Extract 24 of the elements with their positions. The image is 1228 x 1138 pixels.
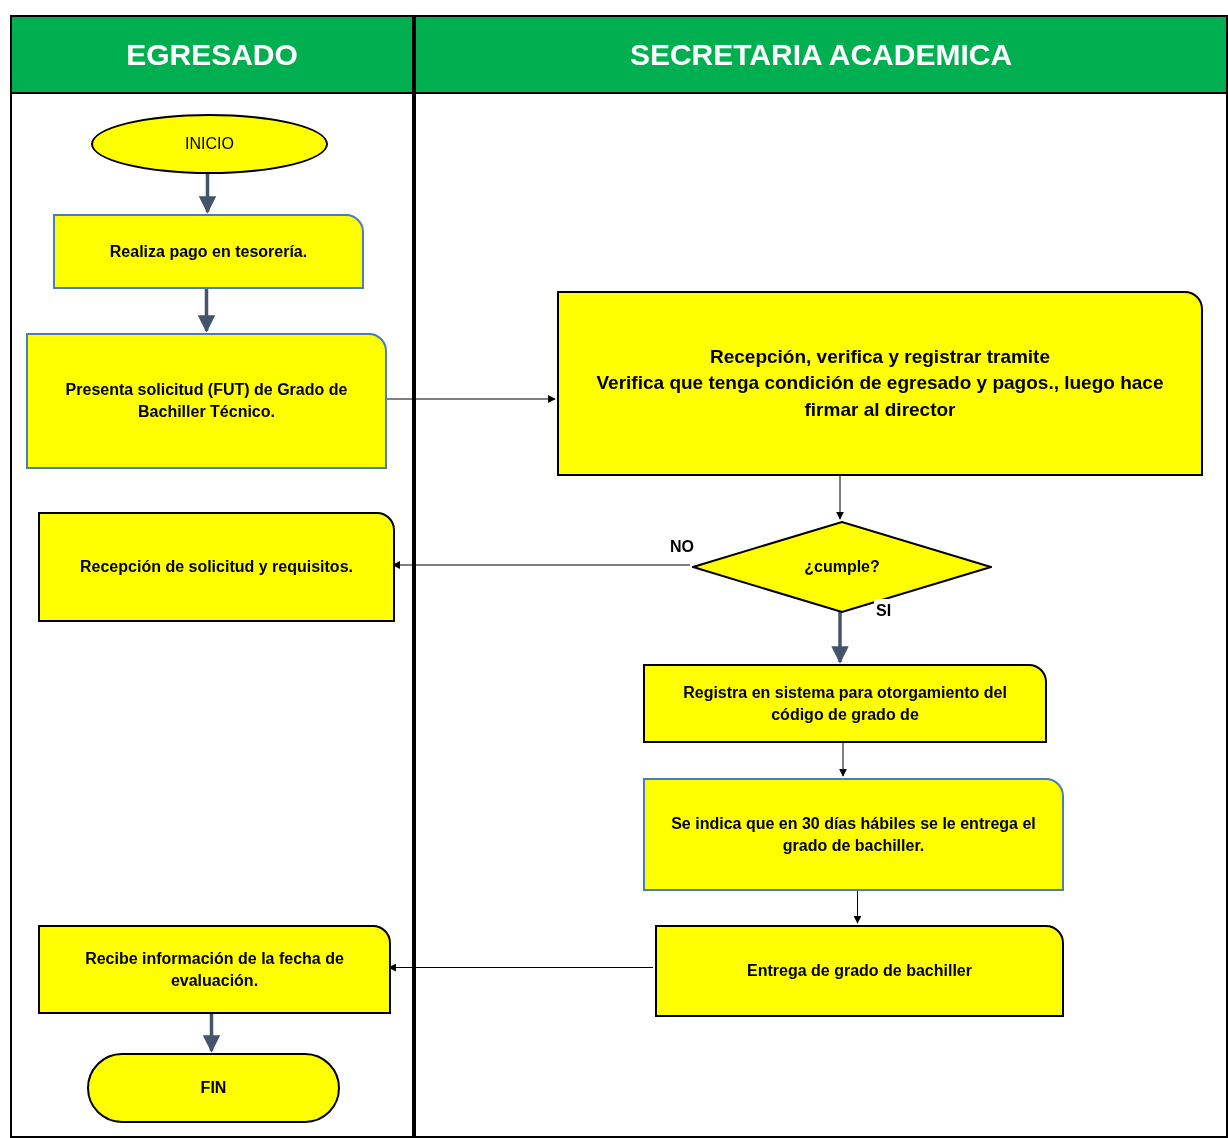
arrow bbox=[384, 395, 556, 403]
arrow bbox=[836, 473, 844, 520]
end-terminal: FIN bbox=[87, 1053, 340, 1123]
arrow bbox=[202, 1012, 221, 1053]
swimlane bbox=[10, 15, 414, 1138]
process-box: Recepción, verifica y registrar tramite Verifica que tenga condición de egresado y pagos., luego hace firmar al director bbox=[557, 291, 1203, 476]
process-box: Presenta solicitud (FUT) de Grado de Bachiller Técnico. bbox=[26, 333, 387, 469]
arrow bbox=[197, 287, 216, 333]
process-box: Registra en sistema para otorgamiento del código de grado de bbox=[643, 664, 1047, 743]
process-box: Entrega de grado de bachiller bbox=[655, 925, 1064, 1017]
start-ellipse: INICIO bbox=[91, 114, 328, 174]
process-box: Se indica que en 30 días hábiles se le entrega el grado de bachiller. bbox=[643, 778, 1064, 891]
lane-header: EGRESADO bbox=[12, 17, 412, 94]
process-box: Recepción de solicitud y requisitos. bbox=[38, 512, 395, 622]
swimlane bbox=[414, 15, 1228, 1138]
process-box: Realiza pago en tesorería. bbox=[53, 214, 364, 289]
arrow bbox=[388, 963, 654, 972]
process-box: Recibe información de la fecha de evaluación. bbox=[38, 925, 391, 1014]
arrow bbox=[831, 611, 849, 664]
arrow bbox=[839, 740, 847, 777]
arrow bbox=[198, 172, 217, 214]
arrow bbox=[392, 561, 691, 569]
arrow bbox=[853, 888, 862, 924]
lane-header: SECRETARIA ACADEMICA bbox=[416, 17, 1226, 94]
